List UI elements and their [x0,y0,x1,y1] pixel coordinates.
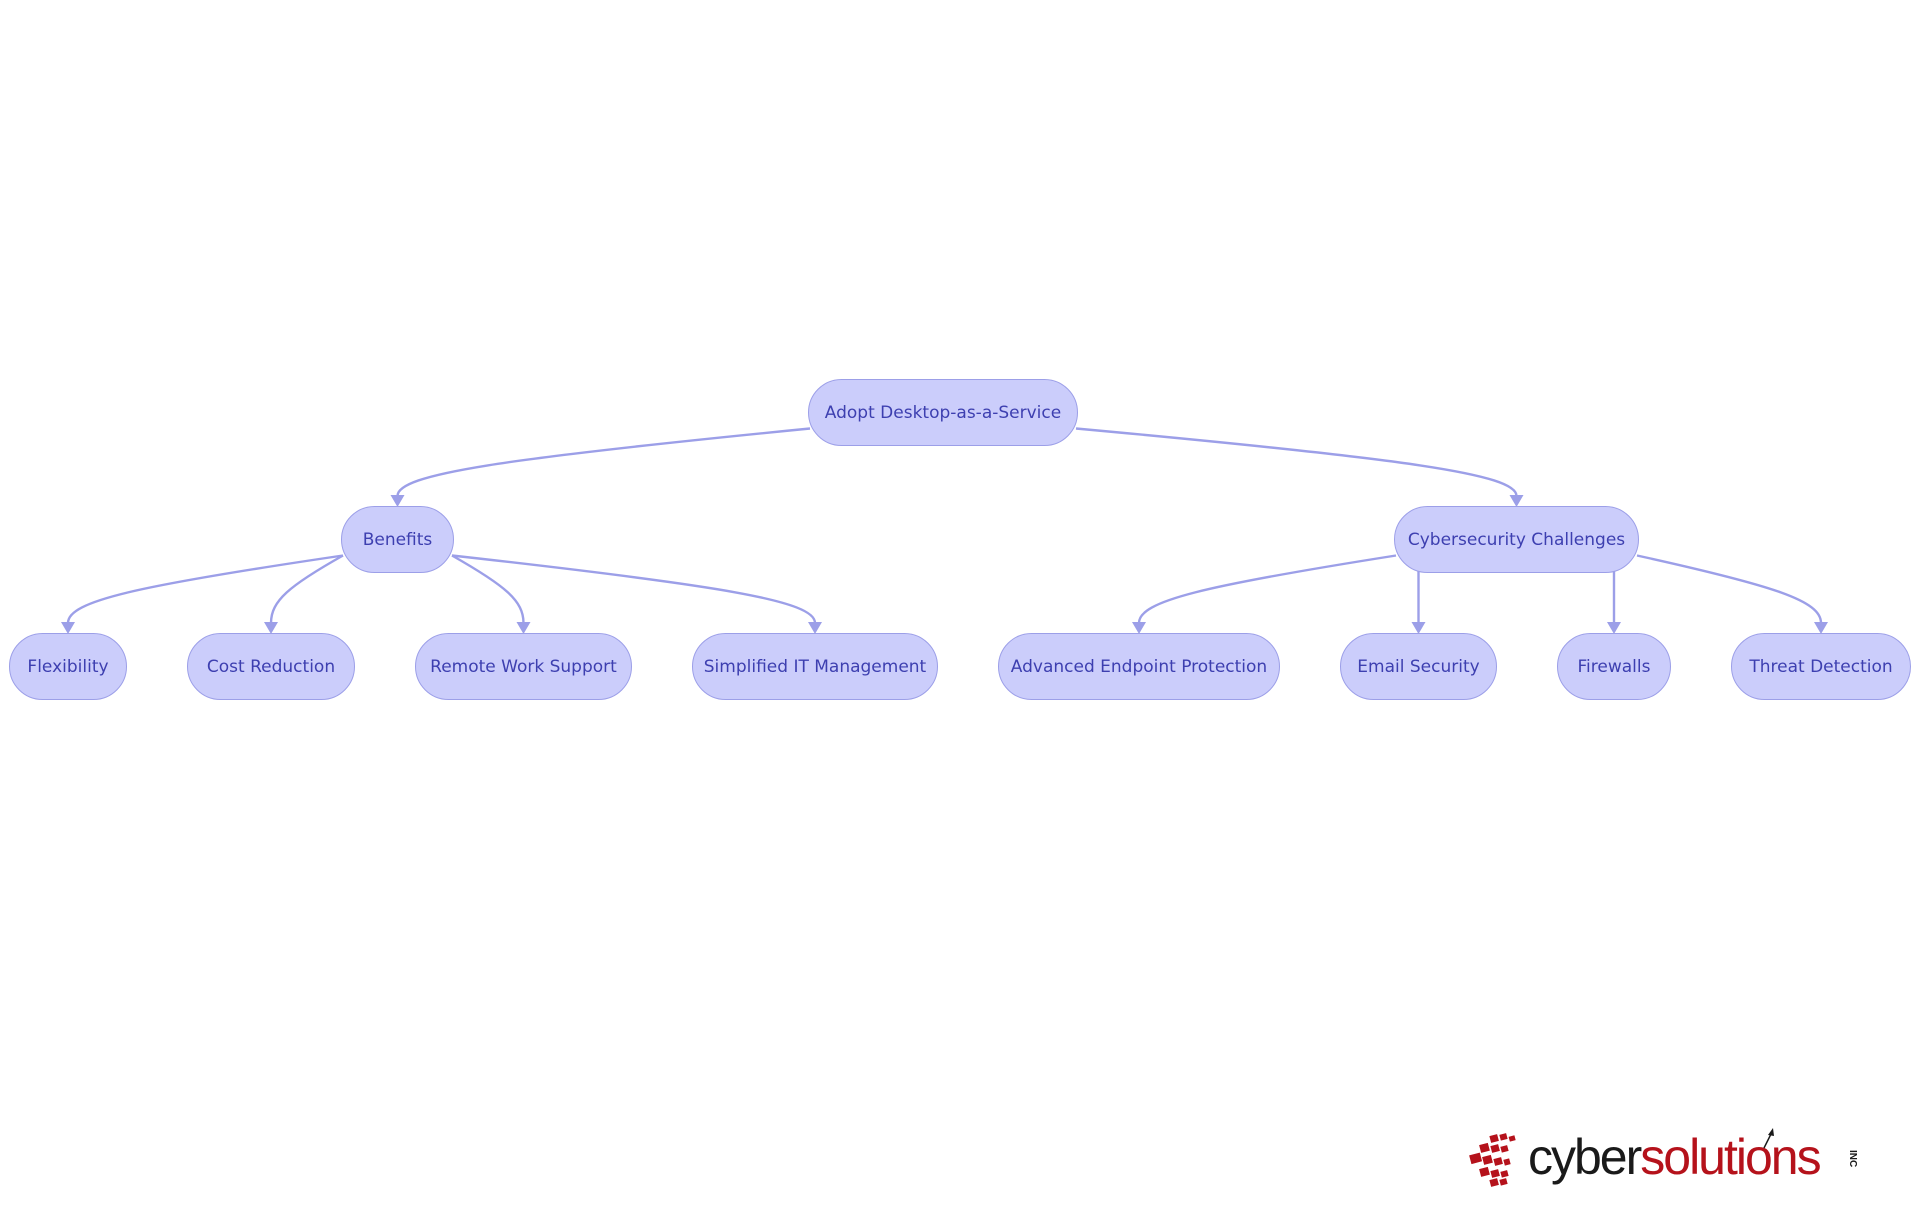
node-firewalls-label: Firewalls [1577,656,1651,677]
arrowhead-threat-detection [1814,622,1828,634]
node-benefits-label: Benefits [362,529,433,550]
arrowhead-benefits [390,495,405,507]
arrowhead-flexibility [61,622,75,634]
arrowhead-advanced-endpoint-protection [1132,622,1146,634]
node-root-label: Adopt Desktop-as-a-Service [824,402,1062,423]
node-cost-reduction-label: Cost Reduction [206,656,336,677]
arrowhead-firewalls [1607,622,1621,634]
node-remote-work-support-label: Remote Work Support [430,656,617,677]
edge-benefits-to-simplified-it-management [451,554,817,624]
logo-text-solutions: solutions [1640,1129,1820,1185]
node-root[interactable]: Adopt Desktop-as-a-Service [808,379,1078,446]
node-firewalls[interactable]: Firewalls [1557,633,1671,700]
arrowhead-cybersecurity-challenges [1509,495,1524,507]
node-cybersecurity-challenges-label: Cybersecurity Challenges [1407,529,1626,550]
node-threat-detection[interactable]: Threat Detection [1731,633,1911,700]
logo-arrow-icon [1763,1128,1774,1149]
logo-squares-icon [1469,1133,1516,1187]
node-advanced-endpoint-protection-label: Advanced Endpoint Protection [1010,656,1268,677]
node-cybersecurity-challenges[interactable]: Cybersecurity Challenges [1394,506,1639,573]
edge-cybersecurity-challenges-to-threat-detection [1636,554,1823,624]
edge-root-to-benefits [396,427,811,497]
node-email-security-label: Email Security [1357,656,1480,677]
arrowhead-email-security [1411,622,1426,634]
cybersolutions-logo: cybersolutions INC [1469,1128,1858,1187]
arrowhead-simplified-it-management [808,622,822,634]
logo-inc: INC [1847,1150,1858,1167]
node-flexibility[interactable]: Flexibility [9,633,127,700]
node-benefits[interactable]: Benefits [341,506,454,573]
svg-text:cybersolutions: cybersolutions [1528,1129,1821,1185]
arrowhead-cost-reduction [264,622,278,634]
arrowhead-remote-work-support [516,622,531,634]
edge-benefits-to-flexibility [66,554,344,624]
node-flexibility-label: Flexibility [27,656,109,677]
logo-text-cyber: cyber [1528,1129,1642,1185]
node-remote-work-support[interactable]: Remote Work Support [415,633,632,700]
node-threat-detection-label: Threat Detection [1749,656,1893,677]
node-simplified-it-management-label: Simplified IT Management [703,656,927,677]
node-simplified-it-management[interactable]: Simplified IT Management [692,633,938,700]
node-cost-reduction[interactable]: Cost Reduction [187,633,355,700]
edge-benefits-to-remote-work-support [451,554,525,624]
edge-cybersecurity-challenges-to-advanced-endpoint-protection [1137,554,1397,624]
edge-benefits-to-cost-reduction [269,554,344,624]
node-email-security[interactable]: Email Security [1340,633,1497,700]
edge-root-to-cybersecurity-challenges [1075,427,1518,497]
node-advanced-endpoint-protection[interactable]: Advanced Endpoint Protection [998,633,1280,700]
